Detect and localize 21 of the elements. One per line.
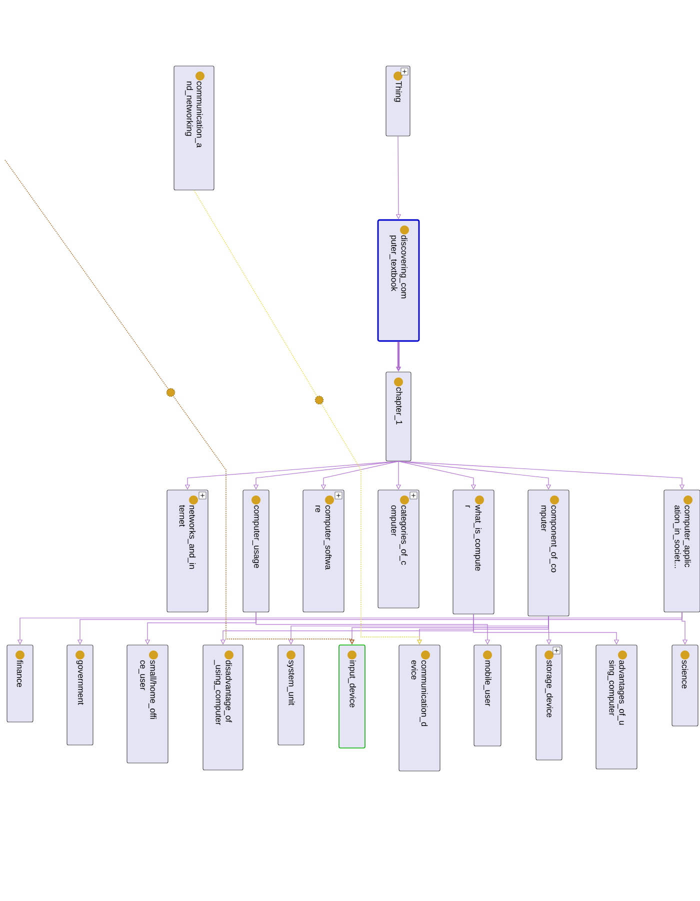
class-box: computer_applic ation_in_societ... bbox=[664, 490, 700, 612]
class-box: computer_usage bbox=[242, 490, 270, 612]
class-box: storage_device bbox=[536, 644, 562, 760]
class-box: system_unit bbox=[278, 644, 304, 746]
class-box: small/home_offi ce_user bbox=[126, 644, 168, 764]
class-box: categories_of_c omputer bbox=[378, 490, 420, 608]
class-box: networks_and_in ternet bbox=[166, 490, 208, 612]
class-box: chapter_1 bbox=[386, 372, 412, 462]
class-box: computer_softwa re bbox=[302, 490, 344, 612]
class-box: discovering_com puter_textbook bbox=[377, 219, 420, 342]
class-box: communication_a nd_networking bbox=[174, 66, 214, 190]
class-box: finance bbox=[6, 644, 34, 722]
class-box: component_of_co mputer bbox=[528, 490, 570, 616]
class-box: disadvantage_of _using_computer bbox=[202, 644, 244, 770]
class-box: Thing bbox=[386, 66, 410, 136]
class-box: input_device bbox=[338, 644, 366, 748]
class-box: mobile_user bbox=[474, 644, 502, 746]
class-box: government bbox=[66, 644, 94, 746]
class-box: communication_d evice bbox=[398, 644, 440, 772]
class-box: what_is_compute r bbox=[452, 490, 494, 614]
class-box: science bbox=[672, 644, 698, 726]
